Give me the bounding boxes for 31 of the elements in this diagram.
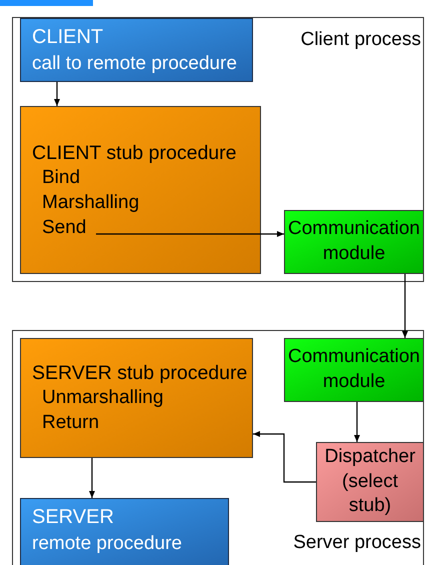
arrow [354, 402, 360, 442]
box-title: SERVER [32, 505, 114, 530]
box-title: CLIENT [32, 25, 104, 50]
step-label: Send [41, 216, 86, 240]
box-label: Dispatcher (select stub) [324, 444, 416, 518]
step-label: Marshalling [41, 191, 140, 216]
module-box [284, 210, 424, 274]
arrow [89, 458, 95, 498]
box-title: SERVER stub procedure [32, 361, 248, 386]
process-label: Client process [300, 29, 421, 50]
arrow [253, 431, 316, 483]
box-label: Communication module [287, 217, 421, 266]
module-box [284, 338, 424, 402]
process-frame [12, 330, 424, 565]
arrow [402, 274, 408, 338]
arrow [54, 82, 60, 106]
step-label: Return [41, 411, 100, 436]
arrow [96, 231, 284, 237]
step-label: Bind [41, 166, 80, 190]
process-frame [12, 17, 424, 282]
box-title: CLIENT stub procedure [32, 141, 236, 166]
process-label: Server process [293, 532, 421, 552]
procedure-box [20, 498, 229, 565]
stub-box [20, 338, 253, 458]
procedure-box [20, 18, 253, 82]
dispatcher-box [316, 442, 424, 522]
step-label: Unmarshalling [41, 386, 164, 410]
box-label: Communication module [287, 345, 421, 394]
box-subtitle: remote procedure [32, 532, 182, 556]
stub-box [20, 106, 261, 274]
box-subtitle: call to remote procedure [32, 52, 237, 76]
